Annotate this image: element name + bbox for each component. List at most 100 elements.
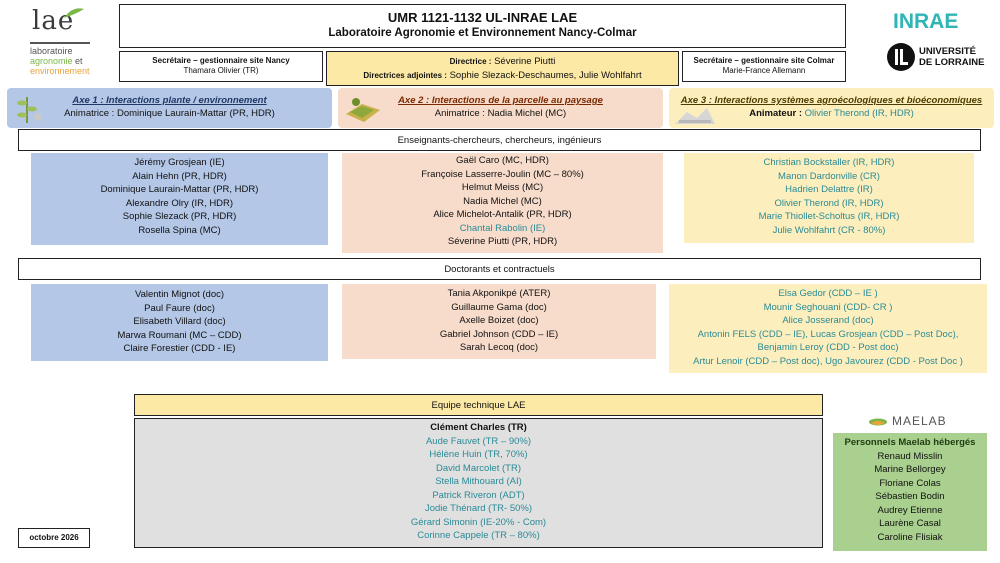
list-item: Mounir Seghouani (CDD- CR ) <box>763 301 893 313</box>
maelab-leaf-icon <box>869 418 887 426</box>
deputies-names: Sophie Slezack-Deschaumes, Julie Wohlfah… <box>449 70 642 81</box>
list-item: Rosella Spina (MC) <box>138 224 221 236</box>
axe1-title: Axe 1 : Interactions plante / environnem… <box>72 95 267 106</box>
date-label-box: octobre 2026 <box>18 528 90 548</box>
list-item: Laurène Casal <box>879 518 941 529</box>
list-item: Audrey Etienne <box>877 504 943 516</box>
list-item: Alain Hehn (PR, HDR) <box>132 170 227 182</box>
list-item: Gabriel Johnson (CDD – IE) <box>439 328 559 340</box>
plant-icon <box>17 97 42 123</box>
list-item: David Marcolet (TR) <box>436 462 521 474</box>
axe2-animator-label: Animatrice : <box>434 108 485 119</box>
list-item: Dominique Laurain-Mattar (PR, HDR) <box>100 184 259 195</box>
secretary-nancy-name: Thamara Olivier (TR) <box>183 66 259 75</box>
lae-leaf-icon <box>64 8 84 18</box>
maelab-logo-text: MAELAB <box>892 414 947 428</box>
date-label: octobre 2026 <box>29 533 79 542</box>
list-item: Axelle Boizet (doc) <box>459 315 539 326</box>
researchers-axe3: Christian Bockstaller (IR, HDR) Manon Da… <box>684 153 974 243</box>
axe3-title: Axe 3 : Interactions systèmes agroécolog… <box>680 95 983 106</box>
axe3-animator-label: Animateur : <box>749 108 803 119</box>
director-name: Séverine Piutti <box>494 56 556 67</box>
list-item: Helmut Meiss (MC) <box>461 182 544 193</box>
tech-team-header: Equipe technique LAE <box>134 394 823 416</box>
section-doctoral: Doctorants et contractuels <box>18 258 981 280</box>
lae-logo: lae laboratoire agronomie et environneme… <box>22 4 112 86</box>
lae-logo-et: et <box>75 56 83 66</box>
list-item: Guillaume Gama (doc) <box>451 301 547 313</box>
list-item: Valentin Mignot (doc) <box>134 289 225 300</box>
axe2-title: Axe 2 : Interactions de la parcelle au p… <box>398 95 603 106</box>
axe1-animator-name: Dominique Laurain-Mattar (PR, HDR) <box>116 108 275 119</box>
list-item: Sarah Lecoq (doc) <box>459 342 539 353</box>
list-item: Alexandre Olry (IR, HDR) <box>125 197 234 209</box>
list-item: Marwa Roumani (MC – CDD) <box>117 329 242 341</box>
maelab-list: Personnels Maelab hébergés Renaud Missli… <box>833 433 987 551</box>
page-title: UMR 1121-1132 UL-INRAE LAE <box>387 10 578 25</box>
list-item: Paul Faure (doc) <box>144 302 215 314</box>
list-item: Benjamin Leroy (CDD - Post doc) <box>757 342 899 353</box>
page-subtitle: Laboratoire Agronomie et Environnement N… <box>328 27 637 39</box>
maelab-logo: MAELAB <box>868 413 978 431</box>
list-item: Artur Lenoir (CDD – Post doc), Ugo Javou… <box>693 355 963 367</box>
section-researchers-label: Enseignants-chercheurs, chercheurs, ingé… <box>397 135 602 146</box>
axe1-header: Axe 1 : Interactions plante / environnem… <box>7 88 332 128</box>
ul-logo-line2: DE LORRAINE <box>919 57 985 68</box>
secretary-colmar-name: Marie-France Allemann <box>722 66 806 75</box>
lae-logo-line1: laboratoire <box>30 46 73 56</box>
list-item: Jodie Thénard (TR- 50%) <box>424 503 532 514</box>
lae-logo-underline <box>30 42 90 44</box>
list-item: Gérard Simonin (IE-20% - Com) <box>410 516 547 528</box>
axe3-header: Axe 3 : Interactions systèmes agroécolog… <box>669 88 994 128</box>
list-item: Manon Dardonville (CR) <box>778 170 880 182</box>
list-item: Hélène Huin (TR, 70%) <box>429 449 528 460</box>
lae-logo-agronomie: agronomie <box>30 56 73 66</box>
list-item: Sébastien Bodin <box>875 491 945 502</box>
list-item: Claire Forestier (CDD - IE) <box>123 343 236 354</box>
lae-logo-letters: lae <box>32 6 75 36</box>
list-item: Elisabeth Villard (doc) <box>133 316 226 327</box>
list-item: Gaël Caro (MC, HDR) <box>456 155 549 166</box>
researchers-axe1: Jérémy Grosjean (IE) Alain Hehn (PR, HDR… <box>31 153 328 245</box>
doctoral-axe1: Valentin Mignot (doc) Paul Faure (doc) E… <box>31 284 328 361</box>
list-item: Marie Thiollet-Scholtus (IR, HDR) <box>758 211 900 222</box>
axe3-animator-name: Olivier Therond (IR, HDR) <box>804 108 914 119</box>
doctoral-axe3: Elsa Gedor (CDD – IE ) Mounir Seghouani … <box>669 284 987 373</box>
list-item: Patrick Riveron (ADT) <box>432 489 525 501</box>
list-item: Elsa Gedor (CDD – IE ) <box>778 288 878 299</box>
list-item: Nadia Michel (MC) <box>463 195 542 207</box>
landscape-icon <box>675 108 715 124</box>
list-item: Caroline Flisiak <box>877 531 943 543</box>
tech-team-title: Equipe technique LAE <box>431 400 526 411</box>
section-doctoral-label: Doctorants et contractuels <box>444 264 555 275</box>
list-item: Antonin FELS (CDD – IE), Lucas Grosjean … <box>697 328 959 340</box>
researchers-axe2: Gaël Caro (MC, HDR) Françoise Lasserre-J… <box>342 153 663 253</box>
list-item: Séverine Piutti (PR, HDR) <box>447 236 558 247</box>
list-item: Jérémy Grosjean (IE) <box>134 157 225 168</box>
inrae-logo: INRAE <box>893 10 983 38</box>
list-item: Chantal Rabolin (IE) <box>459 222 546 234</box>
secretary-nancy-box: Secrétaire – gestionnaire site Nancy Tha… <box>119 51 323 82</box>
list-item: Olivier Therond (IR, HDR) <box>774 197 884 209</box>
list-item: Marine Bellorgey <box>874 464 946 475</box>
header-box: UMR 1121-1132 UL-INRAE LAE Laboratoire A… <box>119 4 846 48</box>
ul-logo: UNIVERSITÉ DE LORRAINE <box>887 42 992 76</box>
list-item: Clément Charles (TR) <box>430 422 527 433</box>
section-researchers: Enseignants-chercheurs, chercheurs, ingé… <box>18 129 981 151</box>
axe1-animator-label: Animatrice : <box>64 108 115 119</box>
list-item: Floriane Colas <box>879 477 941 489</box>
list-item: Alice Michelot-Antalik (PR, HDR) <box>433 209 572 220</box>
direction-box: Directrice : Séverine Piutti Directrices… <box>326 51 679 86</box>
maelab-title: Personnels Maelab hébergés <box>844 437 976 448</box>
list-item: Alice Josserand (doc) <box>782 315 874 326</box>
secretary-nancy-role: Secrétaire – gestionnaire site Nancy <box>152 56 290 65</box>
list-item: Corinne Cappele (TR – 80%) <box>417 530 540 541</box>
list-item: Hadrien Delattre (IR) <box>785 184 873 195</box>
director-label: Directrice : <box>449 57 492 66</box>
ul-mark-icon <box>887 43 915 71</box>
list-item: Christian Bockstaller (IR, HDR) <box>763 157 895 168</box>
axe2-header: Axe 2 : Interactions de la parcelle au p… <box>338 88 663 128</box>
tech-team-list: Clément Charles (TR) Aude Fauvet (TR – 9… <box>134 418 823 548</box>
doctoral-axe2: Tania Akponikpé (ATER) Guillaume Gama (d… <box>342 284 656 359</box>
ul-logo-line1: UNIVERSITÉ <box>919 46 977 57</box>
